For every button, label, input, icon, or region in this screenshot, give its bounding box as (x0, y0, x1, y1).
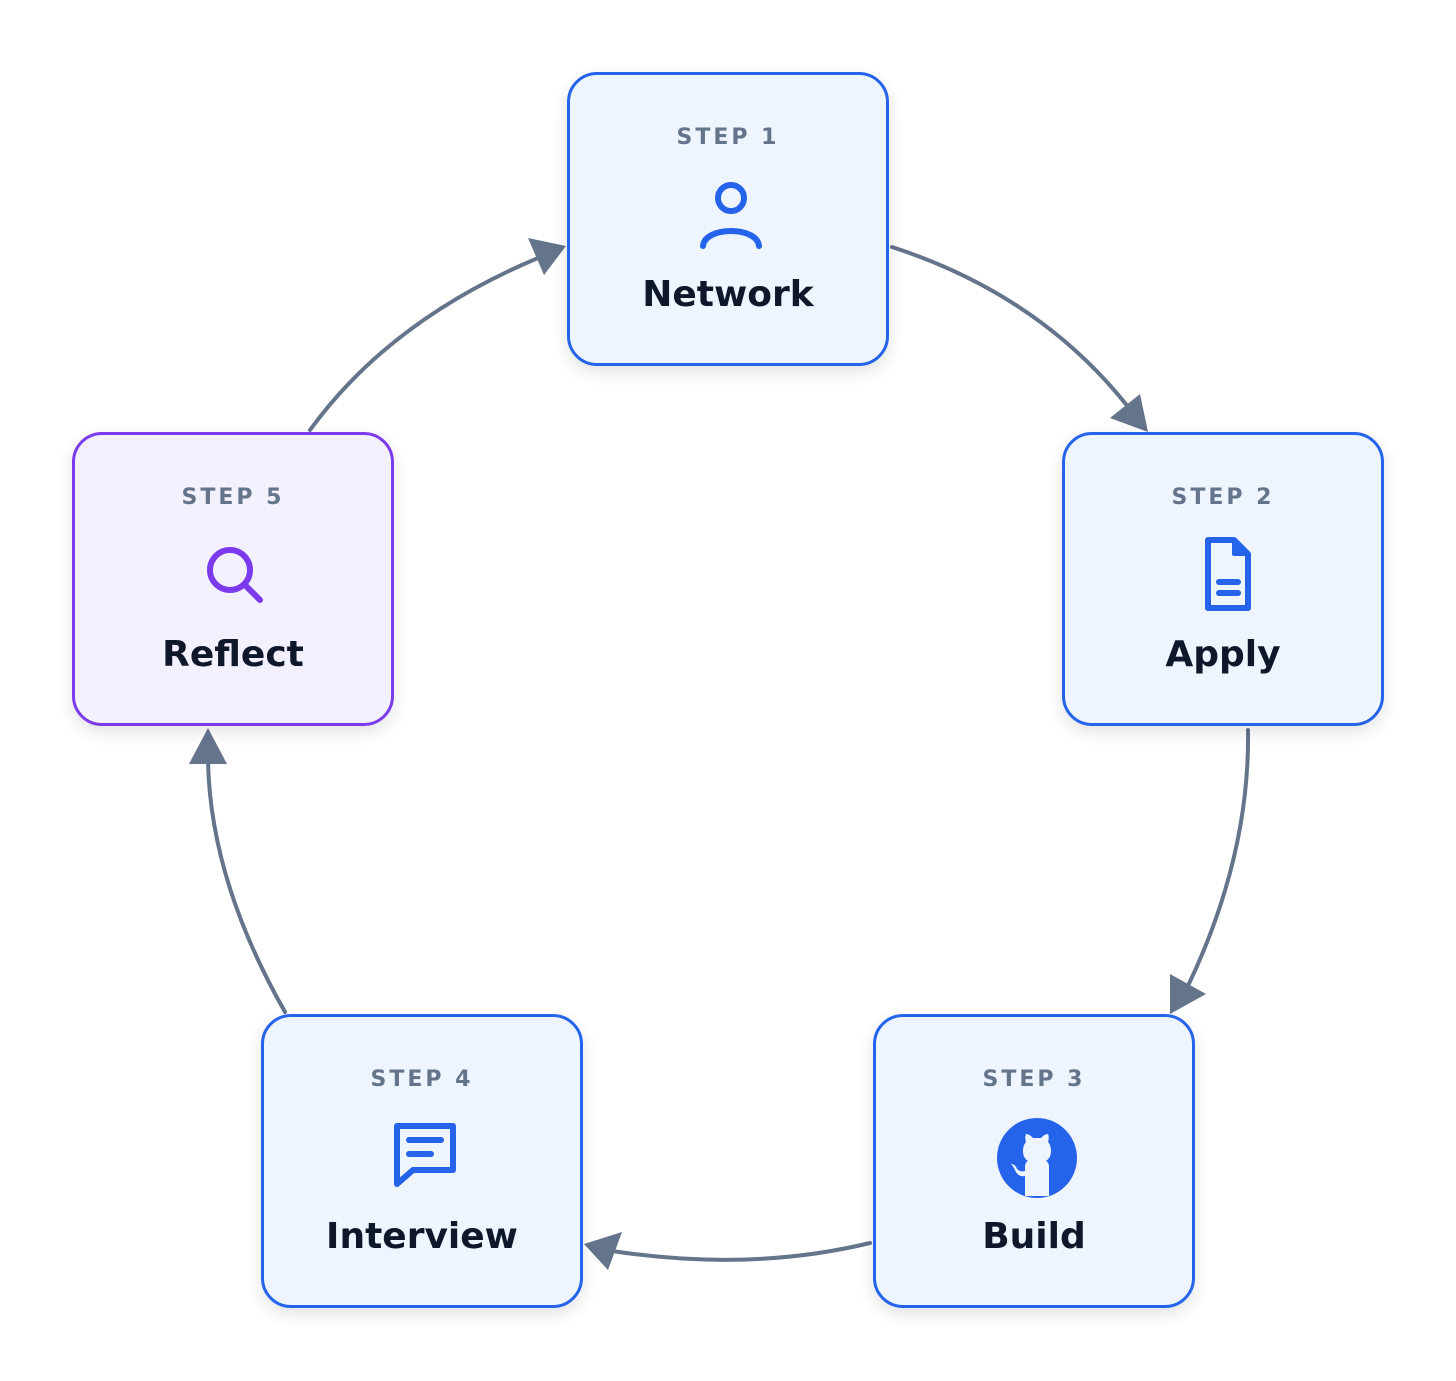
step-title: Build (982, 1216, 1086, 1257)
step-node-network[interactable]: STEP 1 Network (567, 72, 889, 366)
connector-apply-to-build (1182, 728, 1251, 996)
step-node-build[interactable]: STEP 3 Build (873, 1014, 1195, 1308)
chat-icon (385, 1118, 465, 1198)
step-node-apply[interactable]: STEP 2 Apply (1062, 432, 1384, 726)
step-title: Network (642, 274, 814, 315)
arrowhead-network (528, 238, 566, 275)
step-title: Reflect (162, 634, 304, 675)
step-node-reflect[interactable]: STEP 5 Reflect (72, 432, 394, 726)
step-number-label: STEP 2 (1171, 485, 1275, 510)
connector-reflect-to-network (308, 256, 540, 432)
step-title: Apply (1165, 634, 1281, 675)
step-number-label: STEP 4 (370, 1067, 474, 1092)
arrowhead-reflect (189, 728, 227, 764)
connector-build-to-interview (610, 1241, 872, 1262)
arrowhead-interview (584, 1232, 622, 1270)
step-number-label: STEP 5 (181, 485, 285, 510)
step-node-interview[interactable]: STEP 4 Interview (261, 1014, 583, 1308)
connector-interview-to-reflect (206, 758, 287, 1014)
step-title: Interview (326, 1216, 518, 1257)
arrowhead-build (1170, 974, 1206, 1014)
search-icon (196, 536, 276, 616)
github-icon (997, 1118, 1077, 1198)
step-number-label: STEP 3 (982, 1067, 1086, 1092)
connector-network-to-apply (890, 245, 1131, 410)
step-number-label: STEP 1 (676, 125, 780, 150)
person-icon (691, 176, 771, 256)
arrowhead-apply (1110, 394, 1148, 432)
document-icon (1186, 536, 1266, 616)
